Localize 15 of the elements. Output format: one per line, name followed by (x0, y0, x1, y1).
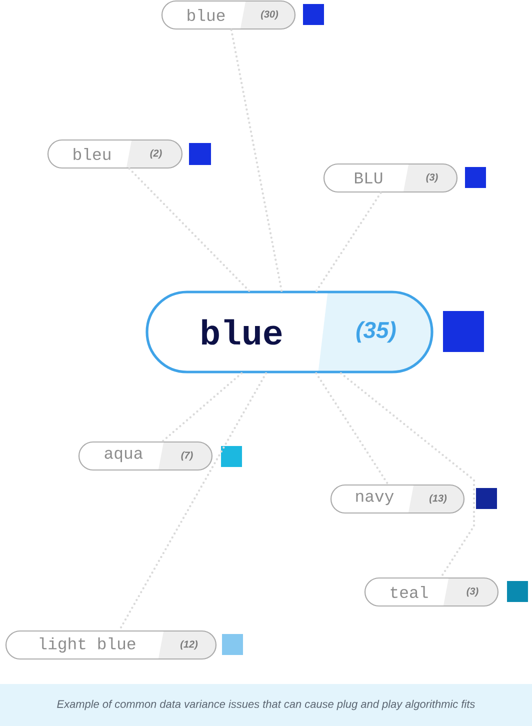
dotted-line (340, 372, 476, 579)
pill-box: teal (3) (364, 577, 499, 607)
dotted-line (161, 372, 243, 443)
pill-box: BLU (3) (323, 163, 458, 193)
pill-box: aqua (7) (78, 441, 213, 471)
pill-box: light blue (12) (5, 630, 217, 660)
dotted-line (315, 191, 382, 292)
caption: Example of common data variance issues that can cause plug and play algorithmic fits (0, 684, 532, 726)
dotted-line (128, 167, 250, 292)
pill-box: navy (13) (330, 484, 465, 514)
pill-box: bleu (2) (47, 139, 183, 169)
dotted-line (315, 372, 390, 486)
dotted-line (230, 28, 283, 292)
pill-box: blue (35) (146, 290, 434, 374)
pill-box: blue (30) (161, 0, 296, 30)
